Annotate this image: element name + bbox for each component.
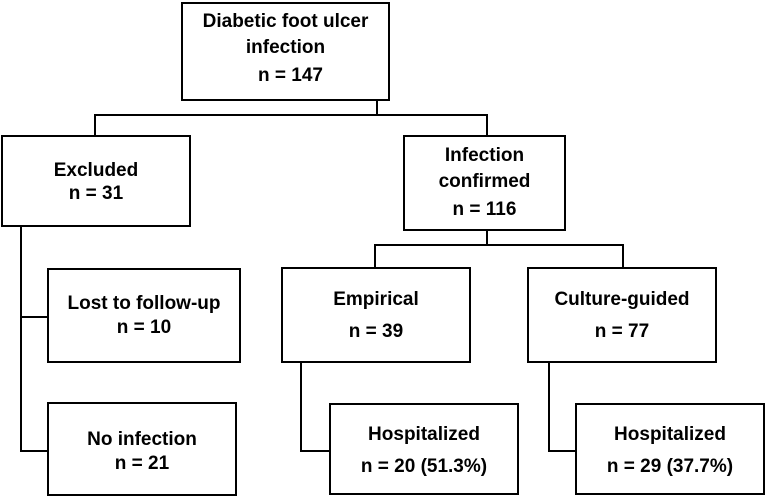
connector-culture-vertical [548, 362, 550, 452]
connector-excluded-vertical [20, 226, 22, 452]
lost-to-followup-box: Lost to follow-up n = 10 [47, 268, 241, 363]
hosp-empirical-count: n = 20 (51.3%) [360, 456, 488, 477]
root-box: Diabetic foot ulcer infection n = 147 [181, 2, 390, 101]
excluded-box: Excluded n = 31 [1, 135, 191, 227]
connector-to-empirical [374, 244, 376, 268]
no-infection-count: n = 21 [114, 453, 170, 474]
no-infection-label: No infection [87, 429, 197, 450]
connector-confirmed-down [486, 230, 488, 246]
connector-to-confirmed [486, 114, 488, 136]
connector-empirical-vertical [300, 362, 302, 452]
hosp-culture-count: n = 29 (37.7%) [606, 456, 734, 477]
root-title-line2: infection [245, 37, 326, 58]
lost-label: Lost to follow-up [67, 293, 221, 314]
excluded-count: n = 31 [68, 183, 124, 204]
hosp-empirical-label: Hospitalized [368, 424, 480, 445]
empirical-count: n = 39 [348, 321, 404, 342]
confirmed-count: n = 116 [452, 199, 517, 220]
culture-label: Culture-guided [554, 289, 690, 310]
empirical-box: Empirical n = 39 [281, 267, 471, 363]
connector-to-no-infection [20, 450, 48, 452]
connector-to-hosp-culture [548, 450, 576, 452]
connector-to-excluded [94, 114, 96, 136]
root-title-line1: Diabetic foot ulcer [202, 11, 369, 32]
root-count: n = 147 [258, 65, 323, 86]
confirmed-box: Infection confirmed n = 116 [403, 135, 566, 231]
culture-count: n = 77 [594, 321, 650, 342]
hospitalized-empirical-box: Hospitalized n = 20 (51.3%) [329, 403, 519, 495]
connector-to-lost [20, 316, 48, 318]
empirical-label: Empirical [333, 289, 419, 310]
hospitalized-culture-box: Hospitalized n = 29 (37.7%) [575, 403, 765, 495]
connector-root-down [376, 100, 378, 116]
hosp-culture-label: Hospitalized [614, 424, 726, 445]
confirmed-label-line2: confirmed [438, 171, 531, 192]
excluded-label: Excluded [53, 160, 139, 181]
lost-count: n = 10 [116, 317, 172, 338]
connector-to-culture [622, 244, 624, 268]
no-infection-box: No infection n = 21 [47, 402, 237, 496]
culture-guided-box: Culture-guided n = 77 [527, 267, 717, 363]
connector-root-horizontal [94, 114, 488, 116]
connector-to-hosp-empirical [300, 450, 330, 452]
confirmed-label-line1: Infection [444, 145, 525, 166]
connector-confirmed-horizontal [374, 244, 624, 246]
